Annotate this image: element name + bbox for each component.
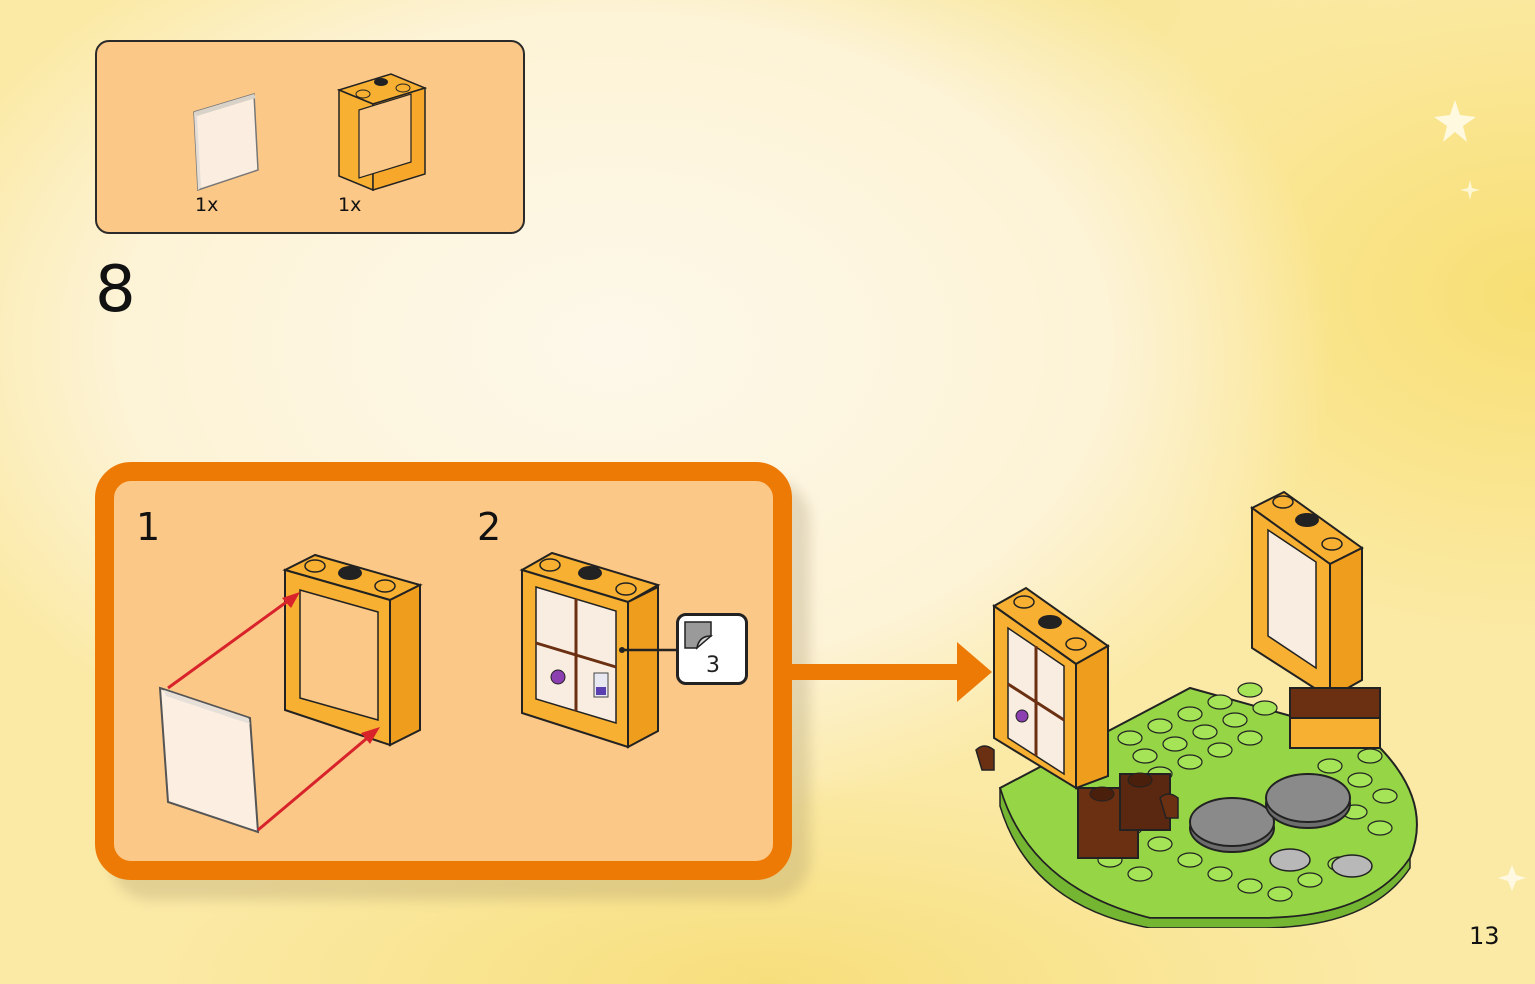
window-frame-quantity: 1x bbox=[338, 194, 362, 216]
step-progress-arrow bbox=[792, 642, 992, 702]
substep-2-illustration bbox=[519, 551, 661, 749]
sticker-icon bbox=[684, 621, 713, 650]
substep-2-number: 2 bbox=[477, 505, 502, 549]
step-number: 8 bbox=[95, 253, 136, 327]
glass-pane-quantity: 1x bbox=[195, 194, 219, 216]
sticker-number: 3 bbox=[706, 653, 720, 678]
window-frame-part-icon bbox=[336, 73, 428, 192]
glass-pane-part-icon bbox=[193, 93, 259, 192]
parts-list-box: 1x 1x bbox=[95, 40, 525, 234]
sparkle-decoration bbox=[1434, 100, 1526, 891]
sticker-callout: 3 bbox=[676, 613, 748, 685]
assembly-arrow bbox=[167, 592, 300, 690]
substep-1-illustration bbox=[158, 553, 423, 834]
model-assembly-illustration bbox=[975, 490, 1418, 928]
assembly-arrow bbox=[257, 727, 380, 832]
page-number: 13 bbox=[1469, 922, 1500, 950]
sticker-leader-line bbox=[619, 647, 680, 653]
substep-1-number: 1 bbox=[136, 505, 161, 549]
